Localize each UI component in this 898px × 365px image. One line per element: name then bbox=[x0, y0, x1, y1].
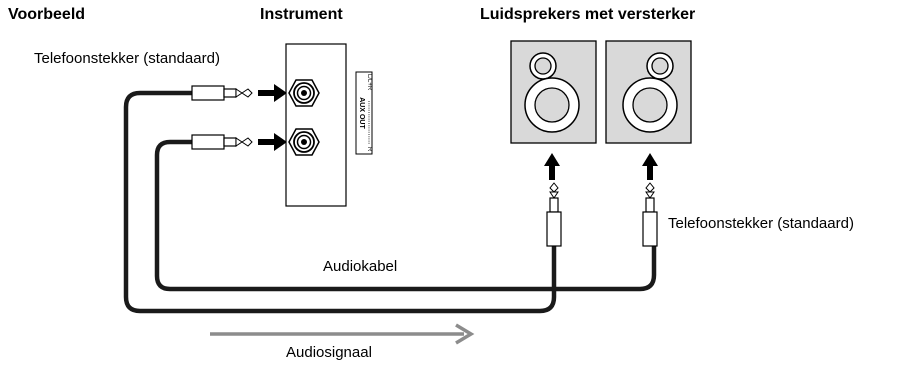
speaker-right-icon bbox=[605, 40, 692, 144]
cable-lower bbox=[154, 139, 657, 292]
phone-plug-speaker-right bbox=[642, 182, 658, 247]
arrow-right-lower-icon bbox=[258, 133, 287, 151]
aux-out-text: AUX OUT bbox=[358, 97, 365, 129]
heading-instrument: Instrument bbox=[260, 6, 343, 23]
phone-plug-left-upper bbox=[191, 85, 253, 101]
jack-l-text: L/L+R bbox=[366, 74, 372, 91]
label-phone-plug-left: Telefoonstekker (standaard) bbox=[34, 50, 220, 67]
heading-example: Voorbeeld bbox=[8, 6, 86, 23]
arrow-up-left-icon bbox=[544, 153, 560, 180]
jack-r-icon bbox=[288, 128, 320, 156]
instrument-panel bbox=[285, 43, 347, 207]
cable-upper bbox=[123, 90, 557, 314]
arrow-right-upper-icon bbox=[258, 84, 287, 102]
jack-r-text: R bbox=[366, 147, 372, 152]
label-phone-plug-right: Telefoonstekker (standaard) bbox=[668, 215, 854, 232]
label-audio-signal: Audiosignaal bbox=[286, 344, 372, 361]
speaker-left-icon bbox=[510, 40, 597, 144]
phone-plug-left-lower bbox=[191, 134, 253, 150]
label-audio-cable: Audiokabel bbox=[323, 258, 398, 275]
heading-speakers: Luidsprekers met versterker bbox=[480, 6, 696, 23]
audio-signal-arrow-icon bbox=[210, 323, 475, 345]
arrow-up-right-icon bbox=[642, 153, 658, 180]
jack-l-icon bbox=[288, 79, 320, 107]
phone-plug-speaker-left bbox=[546, 182, 562, 247]
aux-out-label: AUX OUT L/L+R R bbox=[355, 71, 373, 155]
